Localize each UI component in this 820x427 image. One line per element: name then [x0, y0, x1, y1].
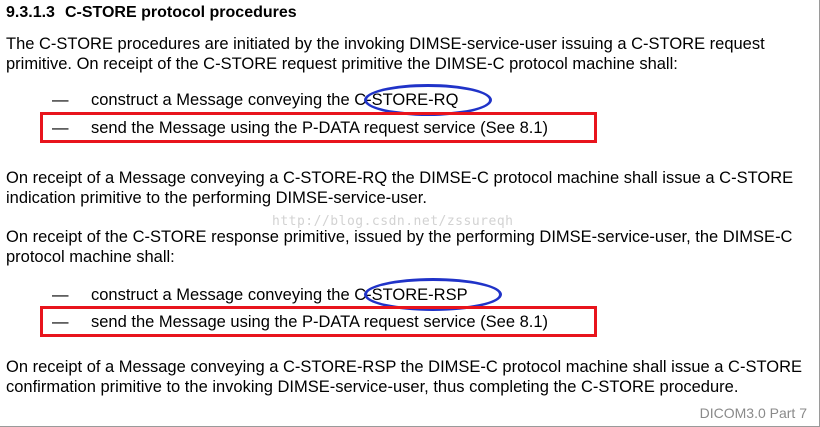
step-text: send the Message using the P-DATA reques… — [91, 313, 549, 331]
section-title: C-STORE protocol procedures — [64, 4, 297, 21]
response-paragraph: On receipt of the C-STORE response primi… — [6, 228, 793, 266]
confirmation-paragraph: On receipt of a Message conveying a C-ST… — [6, 358, 802, 396]
bullet-dash: — — [52, 91, 69, 109]
bullet-dash: — — [52, 313, 69, 331]
request-step-send: — send the Message using the P-DATA reque… — [52, 118, 548, 138]
step-text: construct a Message conveying the — [91, 91, 355, 109]
red-box-annotation-rsp — [40, 306, 597, 337]
bullet-dash: — — [52, 119, 69, 137]
red-box-annotation-rq — [40, 112, 597, 143]
step-text: construct a Message conveying the — [91, 286, 355, 304]
step-text: send the Message using the P-DATA reques… — [91, 119, 549, 137]
source-caption: DICOM3.0 Part 7 — [699, 405, 807, 421]
blue-ellipse-annotation-rsp — [364, 278, 502, 311]
indication-paragraph: On receipt of a Message conveying a C-ST… — [6, 169, 794, 207]
response-step-send: — send the Message using the P-DATA reque… — [52, 312, 548, 332]
intro-paragraph: The C-STORE procedures are initiated by … — [6, 35, 765, 73]
bullet-dash: — — [52, 286, 69, 304]
section-heading: 9.3.1.3 C-STORE protocol procedures — [6, 4, 297, 22]
watermark-url: http://blog.csdn.net/zssureqh — [272, 214, 514, 229]
section-number: 9.3.1.3 — [6, 4, 55, 21]
